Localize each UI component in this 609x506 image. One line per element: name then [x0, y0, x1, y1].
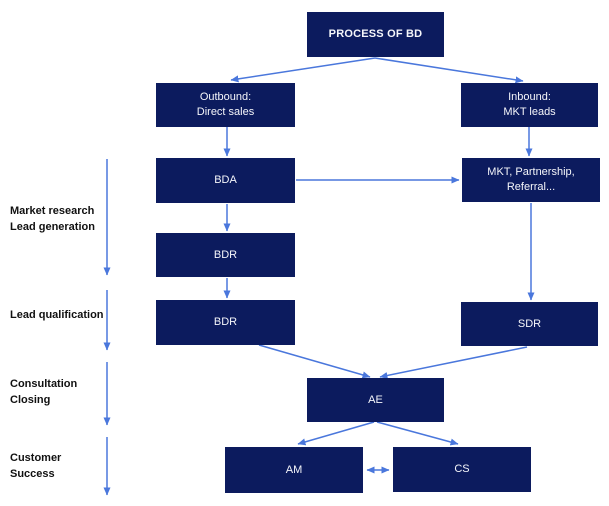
node-outbound-line1: Outbound:	[199, 91, 252, 103]
stage-label-customer-success-line1: Customer	[10, 452, 62, 464]
node-bdr-bottom-label: BDR	[213, 316, 238, 328]
connector-sdr-ae	[379, 346, 528, 379]
node-mkt-line2: Referral...	[506, 181, 556, 193]
node-inbound-line2: MKT leads	[503, 106, 556, 118]
node-process-of-bd-label: PROCESS OF BD	[328, 28, 423, 40]
connector-ae-cs	[376, 421, 459, 446]
stage-label-market-research-line2: Lead generation	[10, 221, 95, 233]
connector-process-inbound	[374, 57, 524, 84]
node-bda: BDA	[156, 158, 295, 203]
connector-bdr-ae	[258, 344, 371, 379]
stage-label-customer-success: Customer Success	[10, 450, 61, 482]
node-bdr-top-label: BDR	[213, 248, 238, 261]
node-inbound-line1: Inbound:	[508, 91, 551, 103]
node-sdr-label: SDR	[517, 317, 542, 330]
stage-label-consultation-line1: Consultation	[10, 378, 78, 390]
node-process-of-bd: PROCESS OF BD	[307, 12, 444, 57]
stage-label-consultation-line2: Closing	[10, 394, 51, 406]
node-cs-label: CS	[454, 463, 470, 475]
stage-label-consultation-closing: Consultation Closing	[10, 376, 77, 408]
node-mkt-line1: MKT, Partnership,	[487, 166, 575, 178]
stage-label-lead-qualification-line1: Lead qualification	[10, 309, 104, 321]
node-outbound-line2: Direct sales	[196, 106, 255, 118]
node-cs: CS	[393, 447, 531, 492]
stage-label-market-research-line1: Market research	[10, 205, 95, 217]
node-bda-label: BDA	[214, 174, 237, 186]
node-bdr-top: BDR	[156, 233, 295, 277]
node-ae: AE	[307, 378, 444, 422]
node-bdr-bottom: BDR	[156, 300, 295, 345]
node-outbound-direct-sales: Outbound: Direct sales	[156, 83, 295, 127]
node-ae-label: AE	[368, 393, 383, 406]
stage-label-customer-success-line2: Success	[10, 468, 55, 480]
stage-label-lead-qualification: Lead qualification	[10, 307, 104, 323]
node-mkt-partnership-referral: MKT, Partnership, Referral...	[462, 158, 600, 202]
node-sdr: SDR	[461, 302, 598, 346]
node-am-label: AM	[285, 463, 303, 476]
connector-ae-am	[297, 421, 375, 446]
stage-label-market-research: Market research Lead generation	[10, 203, 95, 235]
node-inbound-mkt-leads: Inbound: MKT leads	[461, 83, 598, 127]
connector-process-outbound	[230, 57, 376, 83]
node-am: AM	[225, 447, 363, 493]
